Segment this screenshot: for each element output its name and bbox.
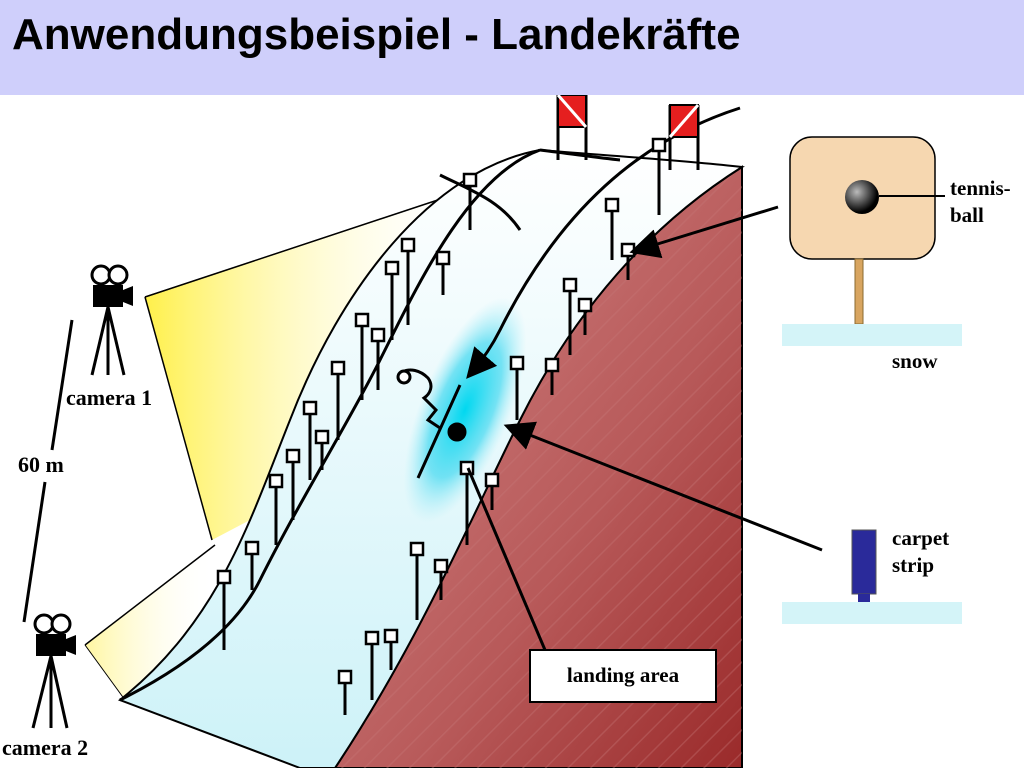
snow-layer-top [782,324,962,346]
marker-post [383,628,399,670]
carpet-strip-detail [782,529,962,624]
snow-label: snow [892,349,938,373]
landing-area-label: landing area [567,663,680,687]
marker-post [509,355,525,420]
carpet-strip-label-2: strip [892,553,934,577]
marker-post [216,569,232,650]
landing-area-pointer [466,467,547,651]
tennis-ball-label-1: tennis- [950,176,1011,200]
marker-post [384,260,400,340]
camera-2-icon [31,613,76,729]
snow-layer-bottom [782,602,962,624]
landing-force-diagram: landing area camera 1 camera 2 60 m tenn… [2,95,1011,768]
tennis-ball-pointer [629,205,779,259]
distance-line-top [50,319,74,451]
marker-post [459,460,475,545]
camera-2-beam-edge [84,544,216,646]
skier-icon [396,368,467,479]
carpet-strip-icon [851,529,877,595]
marker-post [330,360,346,440]
marker-post [462,172,478,230]
marker-post [577,297,593,335]
marker-post [302,400,318,480]
distance-label: 60 m [18,452,64,477]
marker-post [268,473,284,545]
camera-1-beam-edge [144,296,213,541]
camera-2-beam [85,545,215,700]
marker-post [604,197,620,260]
takeoff-curve [439,173,522,231]
marker-post [544,357,560,395]
tennis-ball-icon [845,180,879,214]
slope-side-hatching [335,167,742,768]
camera-1-icon [90,264,133,376]
marker-post [370,327,386,390]
camera-2-beam-edge-bottom [84,644,126,701]
camera-2-label: camera 2 [2,735,88,760]
marker-posts [216,137,667,715]
marker-post [435,250,451,295]
marker-post [651,137,667,215]
marker-post [364,630,380,700]
marker-post [285,448,301,520]
marker-post [337,669,353,715]
marker-post [484,472,500,510]
marker-post [433,558,449,600]
marker-post [562,277,578,355]
carpet-strip-pointer [503,421,823,552]
carpet-strip-label-1: carpet [892,526,949,550]
distance-line-bottom [22,481,47,623]
slope-edge-left [119,148,541,702]
start-flag-1 [556,95,588,160]
slide-title: Anwendungsbeispiel - Landekräfte [12,10,741,59]
camera-1-beam-edge-top [144,185,481,298]
marker-post [314,429,330,470]
marker-post [409,541,425,620]
marker-post [400,237,416,325]
marker-post [354,312,370,400]
title-bar: Anwendungsbeispiel - Landekräfte [0,0,1024,95]
marker-post [244,540,260,590]
landing-area-box [529,649,717,703]
start-flag-2 [668,104,700,170]
tennis-ball-label-2: ball [950,203,984,227]
camera-1-label: camera 1 [66,385,152,410]
tennis-ball-detail [782,136,962,346]
